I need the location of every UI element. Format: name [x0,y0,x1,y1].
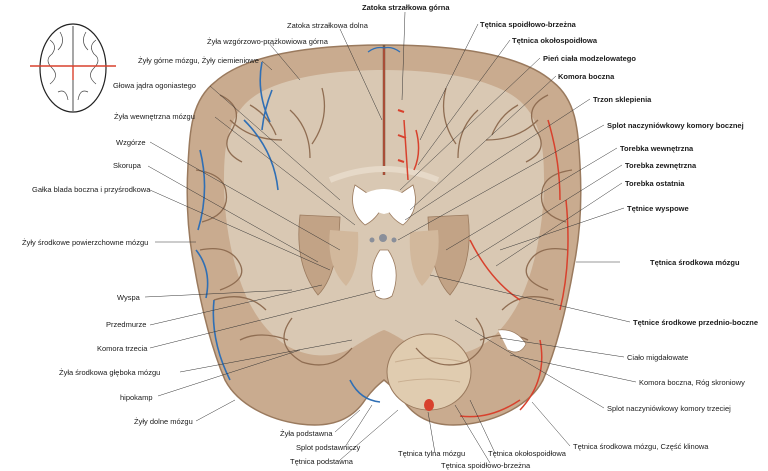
label-claustrum: Przedmurze [106,320,147,329]
label-amygdala: Ciało migdałowate [627,353,689,362]
label-posterior-cerebral-artery: Tętnica tylna mózgu [398,449,466,458]
label-insula: Wyspa [117,293,140,302]
label-extreme-capsule: Torebka ostatnia [625,179,685,188]
coronal-section [186,44,582,426]
label-insular-arteries: Tętnice wyspowe [627,204,689,213]
label-globus-pallidus: Gałka blada boczna i przyśrodkowa [32,185,151,194]
leader-lines [144,11,637,464]
label-superficial-middle-veins: Żyły środkowe powierzchowne mózgu [22,238,149,247]
label-choroid-plexus-lateral: Splot naczyniówkowy komory bocznej [607,121,744,130]
label-fornix-body: Trzon sklepienia [593,95,652,104]
label-choroid-plexus-third: Splot naczyniówkowy komory trzeciej [607,404,731,413]
label-pericallosal-artery: Tętnica okołospoidłowa [512,36,598,45]
label-sinus-sagittal-inferior: Zatoka strzałkowa dolna [287,21,368,30]
label-mca-sphenoidal: Tętnica środkowa mózgu, Część klinowa [573,442,709,451]
label-inferior-cerebral-veins: Żyły dolne mózgu [134,417,193,426]
label-thalamus: Wzgórze [116,138,146,147]
label-vein-thalamostriate: Żyła wzgórzowo-prążkowiowa górna [207,37,328,46]
label-superior-cerebral-veins: Żyły górne mózgu, Żyły ciemieniowe [138,56,259,65]
label-third-ventricle: Komora trzecia [97,344,148,353]
label-external-capsule: Torebka zewnętrzna [625,161,697,170]
label-lateral-ventricle: Komora boczna [558,72,615,81]
label-sinus-sagittal-superior: Zatoka strzałkowa górna [362,3,450,12]
label-deep-middle-vein: Żyła środkowa głęboka mózgu [59,368,161,377]
label-basal-vein: Żyła podstawna [280,429,333,438]
label-basilar-artery: Tętnica podstawna [290,457,353,466]
label-internal-capsule: Torebka wewnętrzna [620,144,694,153]
label-anterolateral-arteries: Tętnice środkowe przednio-boczne [633,318,759,327]
label-pericallosal-artery-bottom: Tętnica okołospoidłowa [488,449,566,458]
label-putamen: Skorupa [113,161,141,170]
label-caudate-head: Głowa jądra ogoniastego [113,81,196,90]
label-callosomarginal-artery: Tętnica spoidłowo-brzeżna [480,20,576,29]
label-hippocampus: hipokamp [120,393,153,402]
inset-brain-top-view [30,23,116,113]
label-corpus-callosum-trunk: Pień ciała modzelowatego [543,54,636,63]
label-basilar-plexus: Splot podstawniczy [296,443,361,452]
label-internal-cerebral-vein: Żyła wewnętrzna mózgu [114,112,195,121]
label-middle-cerebral-artery: Tętnica środkowa mózgu [650,258,740,267]
label-temporal-horn: Komora boczna, Róg skroniowy [639,378,745,387]
label-callosomarginal-artery-bottom: Tętnica spoidłowo-brzeżna [441,461,531,470]
